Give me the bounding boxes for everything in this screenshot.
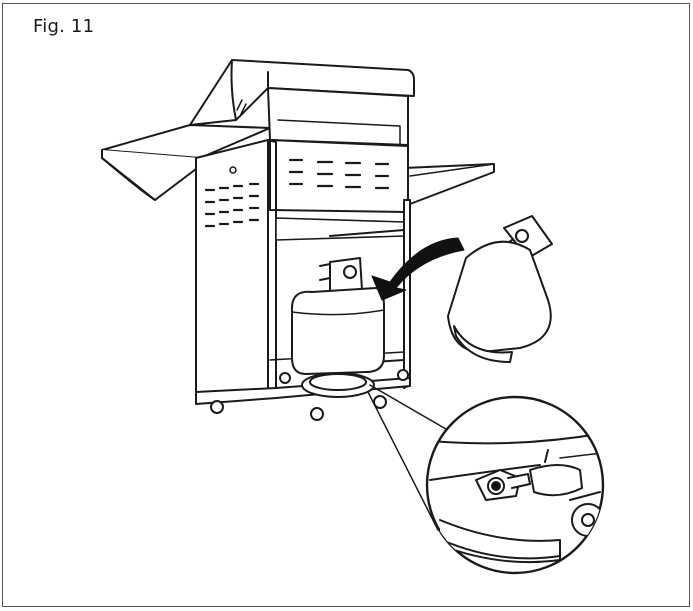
figure-label: Fig. 11: [33, 16, 95, 37]
propane-tank-icon: [447, 215, 553, 363]
detail-leader-top: [369, 384, 459, 437]
grill-cart-icon: [101, 59, 495, 421]
detail-leader-bottom: [367, 391, 439, 531]
insert-arrow-icon: [371, 237, 465, 301]
propane-tank-installed: [291, 257, 385, 375]
detail-magnifier-icon: [425, 395, 605, 575]
